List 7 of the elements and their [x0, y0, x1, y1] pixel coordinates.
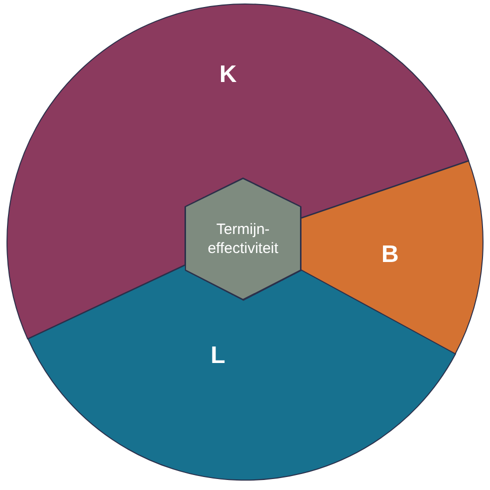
pie-sector	[7, 4, 469, 339]
sector-letter: B	[381, 240, 399, 269]
sector-letter: K	[219, 61, 237, 89]
pie-sector	[301, 160, 483, 354]
sector-letter: L	[210, 342, 226, 370]
center-text: Termijn-effectiviteit	[206, 220, 280, 258]
pie-sector	[28, 264, 456, 480]
